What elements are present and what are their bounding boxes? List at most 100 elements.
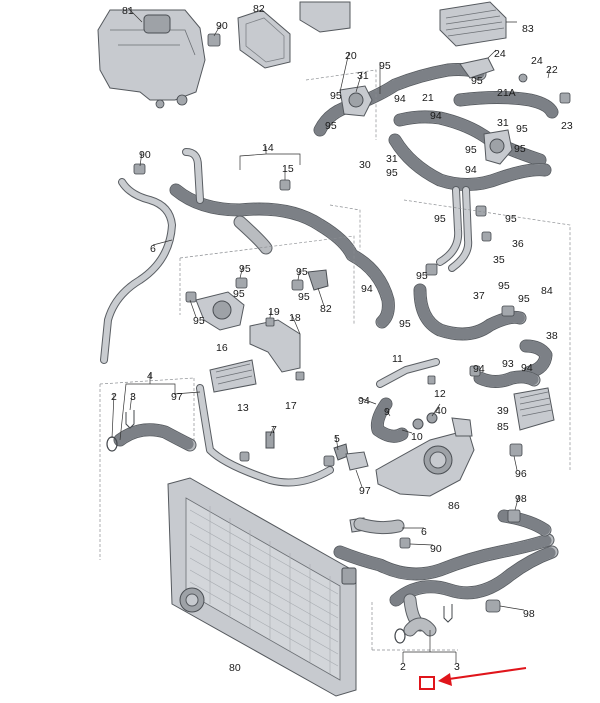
- middle-hoses: [370, 358, 555, 457]
- callout-c95c: 95: [330, 90, 342, 102]
- callout-c86: 86: [448, 500, 460, 512]
- thermostat-parts: [185, 269, 329, 393]
- callout-c17: 17: [285, 400, 297, 412]
- callout-c98a: 98: [515, 493, 527, 505]
- callout-c95r: 95: [193, 315, 205, 327]
- callout-c3a: 3: [130, 391, 136, 403]
- callout-c96: 96: [515, 468, 527, 480]
- callout-c82top: 82: [253, 3, 265, 15]
- callout-c85: 85: [497, 421, 509, 433]
- callout-c14: 14: [262, 142, 274, 154]
- callout-c39: 39: [497, 405, 509, 417]
- callout-c95h: 95: [386, 167, 398, 179]
- callout-c95m: 95: [296, 266, 308, 278]
- housing-86: [349, 417, 475, 549]
- upper-right-hoses: [313, 57, 571, 191]
- callout-c13: 13: [237, 402, 249, 414]
- callout-c3b: 3: [454, 661, 460, 673]
- callout-c24a: 24: [494, 48, 506, 60]
- callout-c82: 82: [320, 303, 332, 315]
- callout-c95j: 95: [505, 213, 517, 225]
- pipe-6: [100, 163, 176, 364]
- callout-c38: 38: [546, 330, 558, 342]
- callout-c98b: 98: [523, 608, 535, 620]
- callout-c2b: 2: [400, 661, 406, 673]
- callout-c31a: 31: [357, 70, 369, 82]
- callout-c95k: 95: [239, 263, 251, 275]
- lower-right-hoses: [333, 509, 559, 644]
- callout-c93: 93: [502, 358, 514, 370]
- callout-c19: 19: [268, 306, 280, 318]
- callout-c35: 35: [493, 254, 505, 266]
- callout-c7: 7: [271, 424, 277, 436]
- right-hoses: [413, 186, 553, 379]
- callout-c95b: 95: [471, 75, 483, 87]
- callout-c21a: 21A: [497, 87, 516, 99]
- radiator-80: [167, 477, 357, 697]
- callout-c4: 4: [147, 370, 153, 382]
- lower-left-hose: [106, 384, 369, 487]
- callout-c81: 81: [122, 5, 134, 17]
- cap-90-top: [207, 33, 221, 47]
- callout-c83: 83: [522, 23, 534, 35]
- callout-c37: 37: [473, 290, 485, 302]
- callout-c94a: 94: [394, 93, 406, 105]
- callout-c10: 10: [411, 431, 423, 443]
- callout-c94d: 94: [361, 283, 373, 295]
- callout-c95i: 95: [434, 213, 446, 225]
- callout-c95s: 95: [399, 318, 411, 330]
- callout-c6b: 6: [421, 526, 427, 538]
- callout-c30: 30: [359, 159, 371, 171]
- callout-c18: 18: [289, 312, 301, 324]
- hose-14: [169, 148, 395, 329]
- red-highlight-box: [419, 676, 435, 690]
- callout-c90b: 90: [139, 149, 151, 161]
- callout-c84: 84: [541, 285, 553, 297]
- plate-top: [299, 1, 351, 33]
- leader-lines: [111, 7, 551, 663]
- callout-c22: 22: [546, 64, 558, 76]
- callout-c23: 23: [561, 120, 573, 132]
- callout-c97a: 97: [171, 391, 183, 403]
- callout-c95p: 95: [233, 288, 245, 300]
- callout-c95e: 95: [516, 123, 528, 135]
- callout-c95o: 95: [518, 293, 530, 305]
- cover-82-top: [237, 9, 291, 69]
- callout-c95a: 95: [379, 60, 391, 72]
- callout-c90a: 90: [216, 20, 228, 32]
- callout-c95l: 95: [416, 270, 428, 282]
- callout-c36: 36: [512, 238, 524, 250]
- callout-c95q: 95: [298, 291, 310, 303]
- callout-c15: 15: [282, 163, 294, 175]
- callout-c16: 16: [216, 342, 228, 354]
- callout-c6a: 6: [150, 243, 156, 255]
- callout-c94e: 94: [521, 362, 533, 374]
- callout-c24b: 24: [531, 55, 543, 67]
- callout-c11: 11: [392, 353, 403, 365]
- callout-c31b: 31: [497, 117, 509, 129]
- callout-c95d: 95: [325, 120, 337, 132]
- assembly-guides: [99, 69, 571, 651]
- callout-c97b: 97: [359, 485, 371, 497]
- highlight-marker: [419, 667, 527, 690]
- callout-c2a: 2: [111, 391, 117, 403]
- callout-c95n: 95: [498, 280, 510, 292]
- callout-c94c: 94: [465, 164, 477, 176]
- red-arrow-line: [441, 667, 527, 681]
- callout-c94f: 94: [473, 363, 485, 375]
- callout-c31c: 31: [386, 153, 398, 165]
- callout-c80: 80: [229, 662, 241, 674]
- callout-c5: 5: [334, 433, 340, 445]
- callout-c95g: 95: [514, 143, 526, 155]
- oil-cooler-83: [439, 1, 507, 47]
- callout-c40: 40: [435, 405, 447, 417]
- callout-c20: 20: [345, 50, 357, 62]
- callout-c21: 21: [422, 92, 434, 104]
- callout-c90c: 90: [430, 543, 442, 555]
- callout-c95f: 95: [465, 144, 477, 156]
- callout-c9: 9: [384, 406, 390, 418]
- callout-c12: 12: [434, 388, 446, 400]
- callout-c94b: 94: [430, 110, 442, 122]
- red-arrow-head: [438, 673, 452, 686]
